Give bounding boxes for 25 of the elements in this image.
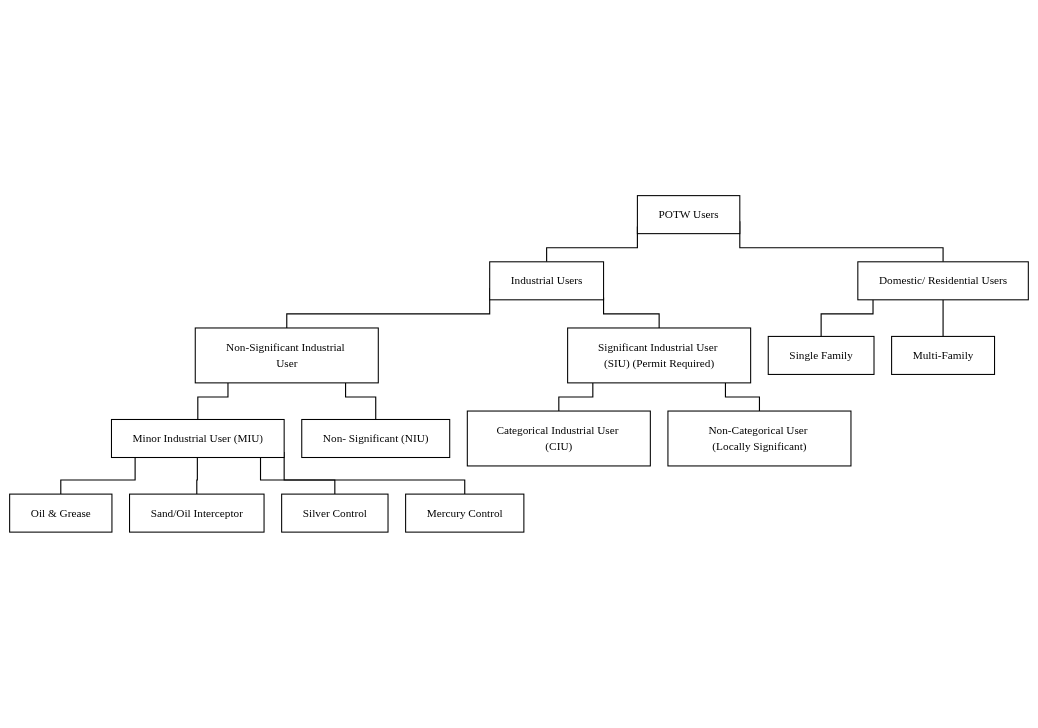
- connector: [60, 457, 136, 495]
- connector: [942, 299, 944, 338]
- connector: [259, 457, 336, 495]
- node-box: Non- Significant (NIU): [301, 419, 451, 459]
- node-box: Non-Significant Industrial User: [194, 327, 379, 384]
- node-box: Categorical Industrial User (CIU): [466, 410, 651, 467]
- node-box: Non-Categorical User (Locally Significant): [667, 410, 852, 467]
- node-box: Mercury Control: [405, 493, 525, 533]
- connector: [345, 382, 377, 421]
- node-box: Minor Industrial User (MIU): [110, 419, 285, 459]
- node-box: Industrial Users: [489, 261, 605, 301]
- node-box: Oil & Grease: [9, 493, 113, 533]
- node-box: Sand/Oil Interceptor: [129, 493, 265, 533]
- connector: [558, 382, 594, 412]
- connector: [196, 457, 198, 495]
- connector: [603, 297, 660, 329]
- node-box: Significant Industrial User (SIU) (Permit Required): [567, 327, 752, 384]
- node-box: Silver Control: [281, 493, 389, 533]
- node-box: Multi-Family: [891, 336, 996, 376]
- node-box: Single Family: [767, 336, 875, 376]
- node-box: Domestic/ Residential Users: [857, 261, 1029, 301]
- connector: [197, 382, 229, 421]
- connector: [724, 382, 761, 412]
- connector: [820, 299, 874, 338]
- node-box: POTW Users: [636, 195, 741, 235]
